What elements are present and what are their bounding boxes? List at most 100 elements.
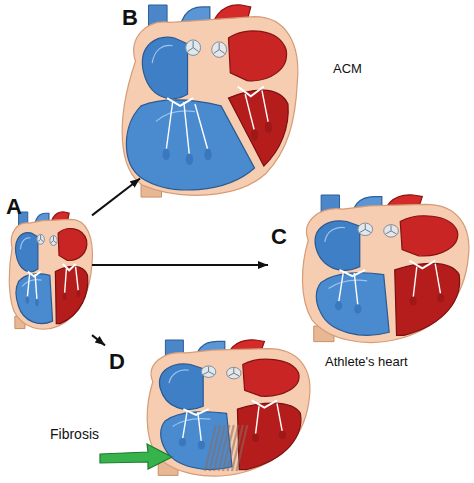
- papillary-muscle: [179, 438, 186, 447]
- left-ventricle: [228, 90, 288, 166]
- right-ventricle: [16, 274, 52, 324]
- valve-leaflets: [203, 367, 214, 375]
- chordae: [76, 267, 79, 292]
- tricuspid-valve: [28, 272, 41, 277]
- chordae: [413, 267, 417, 298]
- annotation-label: Fibrosis: [50, 426, 99, 442]
- valve-leaflets: [228, 368, 239, 376]
- chordae: [354, 273, 358, 306]
- chordae: [195, 104, 208, 151]
- papillary-muscle: [35, 299, 39, 306]
- mitral-valve: [238, 86, 264, 96]
- valve: [212, 42, 227, 58]
- heart-wall: [147, 349, 310, 476]
- heart-illustration: [115, 5, 301, 199]
- heart-drawing: [9, 212, 92, 329]
- valve: [50, 236, 57, 246]
- atrium-sheen: [152, 45, 172, 63]
- chordae: [184, 102, 190, 155]
- chordae: [435, 264, 441, 295]
- left-ventricle: [237, 403, 300, 469]
- valve: [201, 366, 215, 378]
- heart-panel: C Athlete's heart: [268, 185, 474, 375]
- valve-leaflets: [51, 236, 57, 243]
- papillary-muscle: [25, 296, 29, 303]
- valve: [37, 234, 44, 244]
- chordae: [166, 102, 173, 151]
- left-ventricle: [395, 263, 460, 335]
- valve-leaflets: [360, 224, 371, 233]
- panel-caption: ACM: [333, 62, 362, 76]
- valve-leaflets: [38, 235, 44, 242]
- heart-drawing: [122, 5, 298, 197]
- panel-letter: C: [271, 225, 287, 249]
- papillary-muscle: [279, 431, 286, 440]
- tricuspid-valve: [183, 409, 208, 415]
- papillary-muscle: [335, 301, 342, 310]
- heart-wall: [9, 219, 92, 329]
- chordae: [35, 274, 37, 300]
- panel-caption: Athlete's heart: [325, 355, 408, 369]
- heart-drawing: [302, 195, 468, 343]
- atrium-sheen: [325, 227, 345, 241]
- mitral-valve: [252, 400, 277, 407]
- ventricle-sheen: [173, 419, 211, 427]
- papillary-muscle: [198, 441, 205, 450]
- panel-letter: A: [6, 195, 22, 219]
- chordae: [245, 94, 254, 131]
- ventricle-sheen: [22, 280, 41, 287]
- heart-panel: A: [0, 195, 92, 340]
- valve: [384, 225, 399, 237]
- atrium-sheen: [169, 370, 189, 383]
- chordae: [183, 412, 188, 439]
- chordae: [255, 406, 259, 435]
- heart-wall: [122, 17, 298, 196]
- papillary-muscle: [437, 293, 444, 302]
- chordae: [277, 403, 282, 432]
- left-ventricle: [55, 266, 87, 323]
- panel-letter: B: [122, 6, 138, 30]
- heart-panel: BACM: [140, 0, 372, 185]
- heart-illustration: [288, 195, 472, 351]
- atrium-sheen: [20, 238, 30, 249]
- papillary-muscle: [354, 304, 361, 313]
- fibrosis-streak: [237, 425, 248, 471]
- valve: [186, 40, 201, 56]
- valve-leaflets: [386, 225, 397, 234]
- left-atrium: [228, 31, 286, 81]
- heart-scale: [9, 212, 92, 329]
- right-ventricle: [126, 100, 254, 190]
- papillary-muscle: [409, 296, 416, 305]
- ventricle-sheen: [328, 280, 367, 288]
- heart-scale: [302, 195, 468, 343]
- heart-drawing: [147, 340, 310, 476]
- papillary-muscle: [251, 129, 258, 141]
- mitral-valve: [409, 261, 435, 269]
- heart-illustration: [2, 212, 94, 336]
- right-atrium: [159, 364, 203, 410]
- left-atrium: [243, 359, 299, 396]
- right-atrium: [16, 233, 38, 272]
- valve-leaflets: [188, 41, 199, 52]
- valve: [358, 223, 373, 235]
- right-atrium: [315, 221, 360, 270]
- chordae: [262, 90, 269, 123]
- heart-illustration: [133, 340, 313, 483]
- right-atrium: [142, 37, 187, 98]
- left-atrium: [58, 229, 87, 261]
- chordae: [65, 269, 67, 294]
- heart-panel: D: [105, 338, 320, 483]
- heart-scale: [147, 340, 310, 476]
- papillary-muscle: [186, 153, 193, 165]
- tricuspid-valve: [340, 270, 366, 276]
- transition-arrow: [92, 178, 140, 215]
- ventricle-sheen: [156, 111, 195, 121]
- papillary-muscle: [63, 293, 67, 300]
- papillary-muscle: [265, 121, 272, 133]
- chordae: [339, 273, 344, 303]
- right-ventricle: [316, 273, 389, 336]
- panel-letter: D: [109, 350, 125, 374]
- papillary-muscle: [204, 149, 211, 161]
- papillary-muscle: [77, 290, 81, 297]
